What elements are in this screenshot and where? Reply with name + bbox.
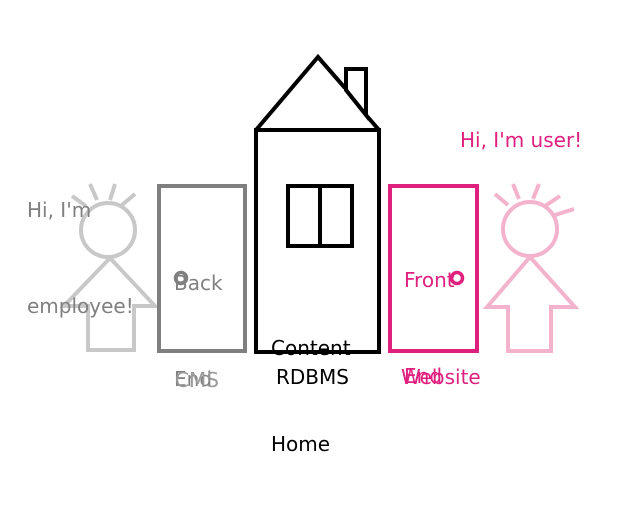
front-end-door-label: Front End [404,200,455,456]
diagram: Hi, I'm employee! Hi, I'm user! Back End… [27,53,583,456]
cms-caption: CMS [175,368,219,392]
front-end-door [388,184,479,353]
employee-speech: Hi, I'm employee! [27,130,134,386]
content-home-label-line-1: Content [271,336,351,360]
back-end-door-knob [173,270,189,286]
front-end-label-line-1: Front [404,268,455,292]
back-end-door [157,184,247,353]
back-end-label-line-2: End [174,367,213,391]
user-speech: Hi, I'm user! [460,128,583,152]
website-caption: Website [401,365,481,389]
employee-speech-line-1: Hi, I'm [27,198,92,222]
back-end-label-line-1: Back [174,271,223,295]
diagram-drawing [59,53,580,354]
content-home-label: Content Home [271,268,351,524]
employee-figure [59,183,160,352]
chimney [344,67,368,121]
back-end-door-label: Back End [174,203,223,459]
front-end-label-line-2: End [404,364,443,388]
content-home-house [254,53,381,354]
employee-speech-line-2: employee! [27,294,134,318]
front-end-door-knob [449,270,465,286]
content-home-label-line-2: Home [271,432,331,456]
rdbms-caption: RDBMS [276,365,349,389]
user-figure [482,183,580,353]
